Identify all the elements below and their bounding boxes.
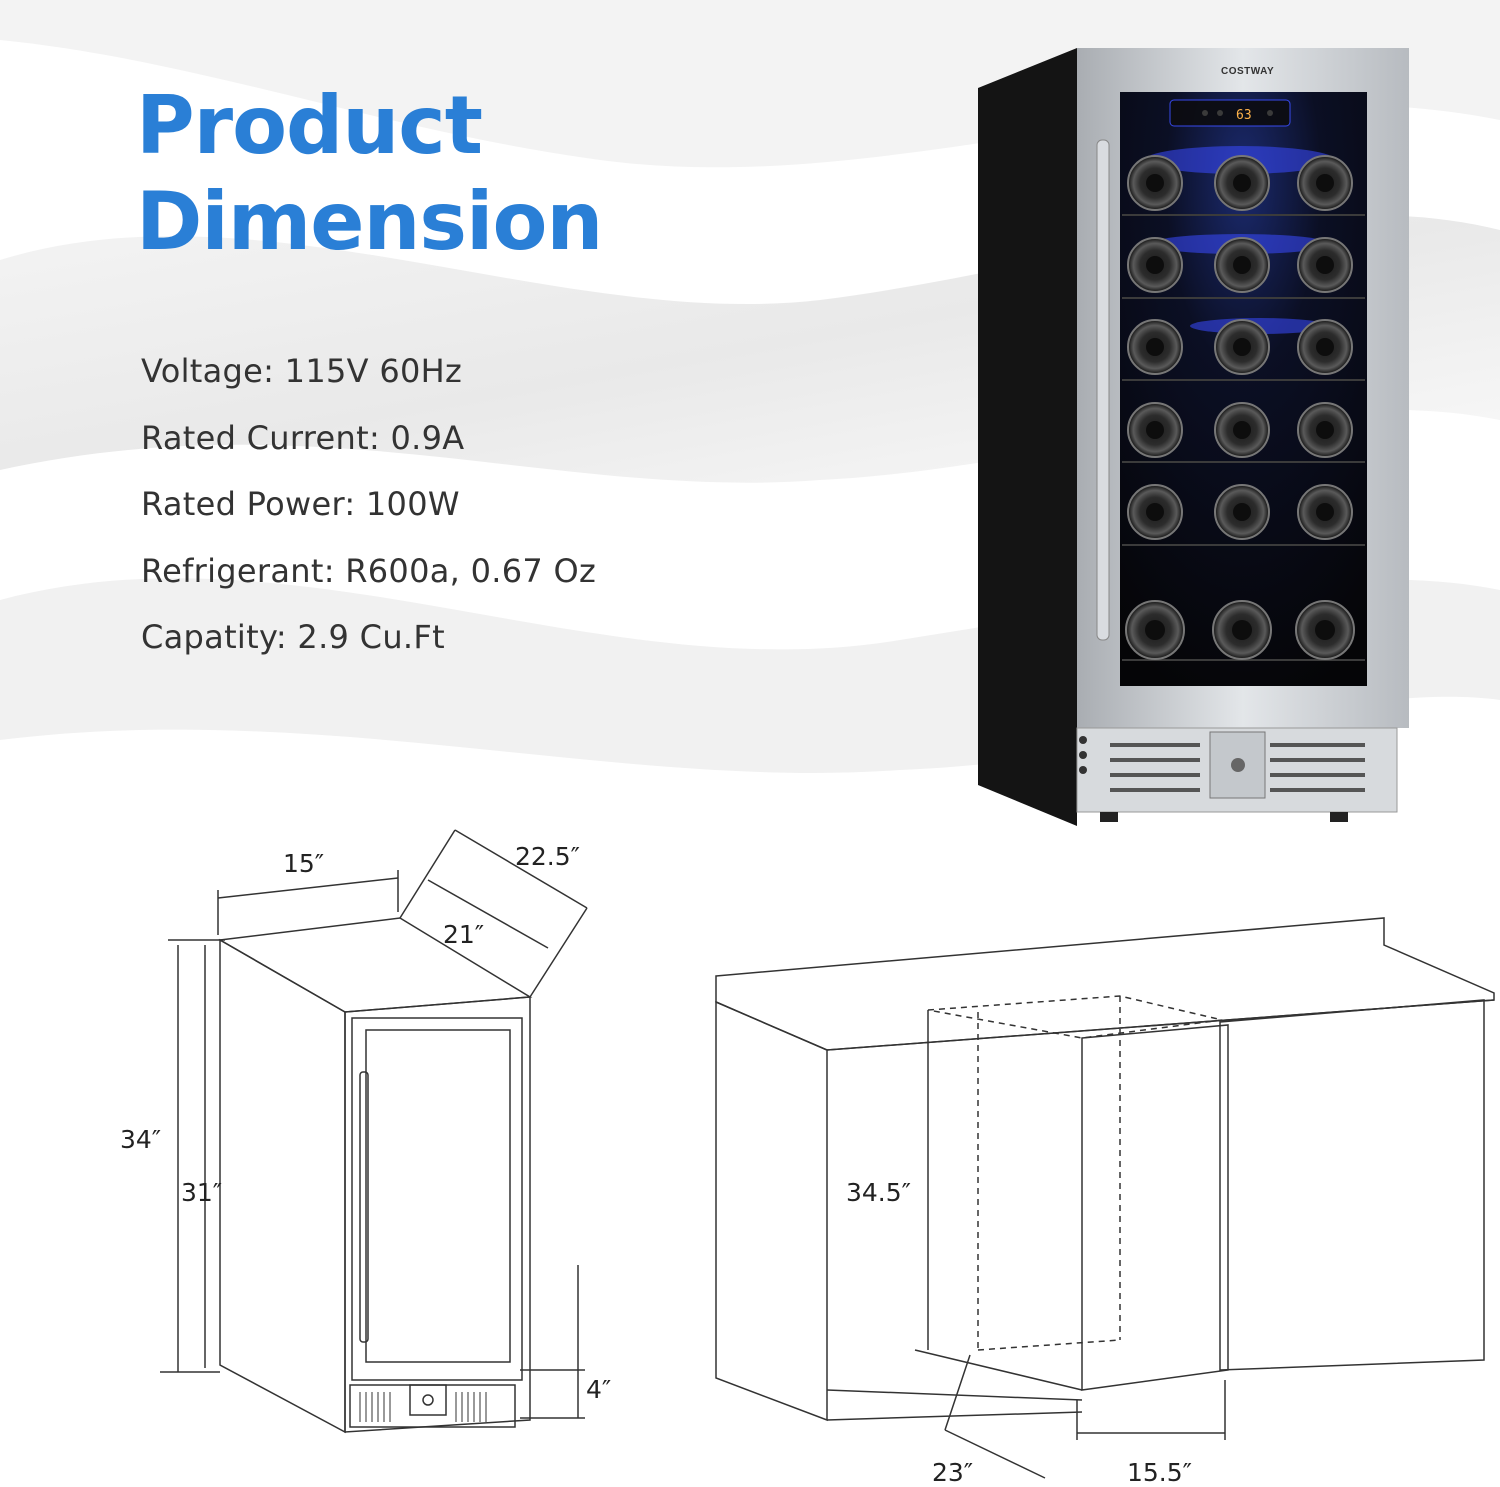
dim-width: 15″ [283, 849, 325, 878]
dim-height-body: 31″ [181, 1178, 223, 1207]
wine-cooler-photo [978, 48, 1409, 826]
dim-depth-inner: 21″ [443, 920, 485, 949]
dim-cabinet-width: 15.5″ [1127, 1458, 1193, 1487]
dim-base-height: 4″ [586, 1375, 612, 1404]
temperature-display: 63 [1236, 108, 1252, 123]
spec-capacity: Capatity: 2.9 Cu.Ft [141, 618, 445, 656]
dimension-drawings [160, 829, 1495, 1479]
spec-refrigerant: Refrigerant: R600a, 0.67 Oz [141, 551, 597, 590]
dim-cabinet-height: 34.5″ [846, 1178, 912, 1207]
spec-voltage: Voltage: 115V 60Hz [141, 352, 463, 390]
spec-rated-current: Rated Current: 0.9A [141, 418, 465, 457]
brand-logo: COSTWAY [1221, 66, 1275, 77]
dim-cabinet-depth: 23″ [932, 1458, 974, 1487]
page-title: Product Dimension [136, 78, 603, 270]
dim-height-total: 34″ [120, 1125, 162, 1154]
spec-list: Voltage: 115V 60Hz Rated Current: 0.9A R… [141, 348, 596, 681]
spec-rated-power: Rated Power: 100W [141, 485, 460, 523]
title-line-1: Product [136, 79, 483, 172]
title-line-2: Dimension [136, 175, 603, 268]
dim-depth-outer: 22.5″ [515, 842, 581, 871]
